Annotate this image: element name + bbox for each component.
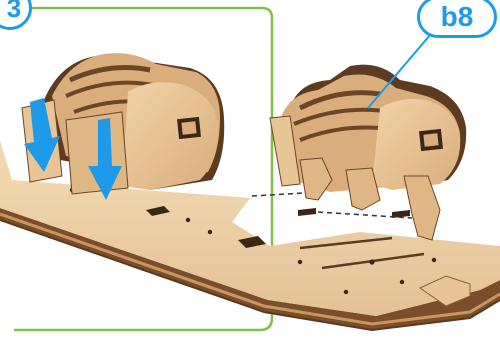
alignment-guides [252, 192, 412, 218]
part-label-badge: b8 [417, 0, 497, 38]
part-b8 [270, 28, 466, 240]
installed-bracket [22, 53, 224, 194]
